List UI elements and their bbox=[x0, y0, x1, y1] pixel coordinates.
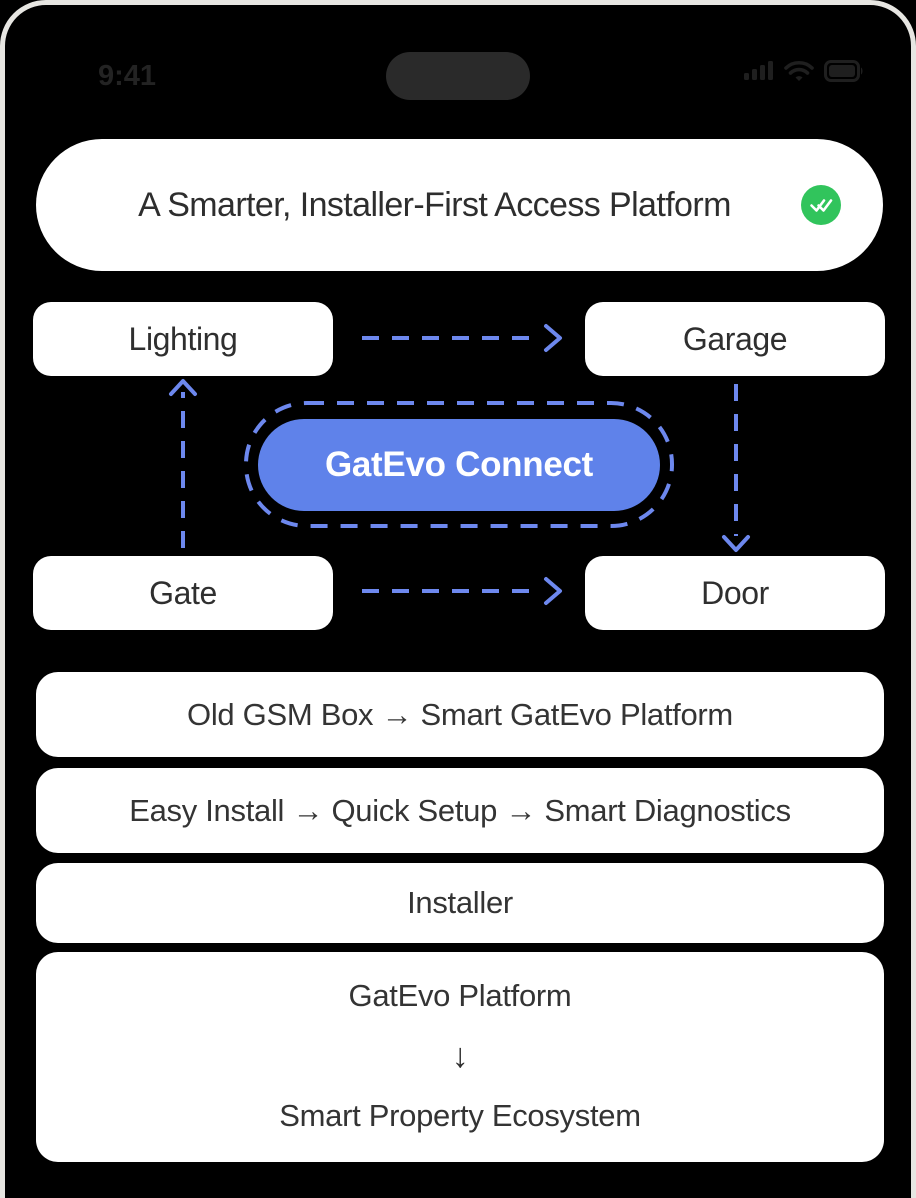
node-door: Door bbox=[585, 556, 885, 630]
node-gate: Gate bbox=[33, 556, 333, 630]
down-arrow-icon: ↓ bbox=[451, 1036, 469, 1075]
node-gate-label: Gate bbox=[149, 574, 217, 611]
hub-gatevo-connect-button[interactable]: GatEvo Connect bbox=[258, 419, 660, 511]
arrowhead-right-top bbox=[544, 324, 562, 352]
dynamic-island bbox=[386, 52, 530, 100]
info-card-migration: Old GSM Box → Smart GatEvo Platform bbox=[36, 672, 884, 757]
flow-card: GatEvo Platform ↓ Smart Property Ecosyst… bbox=[36, 952, 884, 1162]
verified-badge bbox=[801, 185, 841, 225]
status-bar: 9:41 bbox=[0, 50, 916, 102]
info-card-migration-text: Old GSM Box → Smart GatEvo Platform bbox=[187, 696, 733, 732]
status-icons bbox=[744, 60, 864, 82]
node-lighting-label: Lighting bbox=[128, 320, 238, 357]
battery-icon bbox=[824, 60, 863, 82]
wifi-icon bbox=[784, 60, 814, 81]
hub-label: GatEvo Connect bbox=[324, 445, 594, 484]
node-garage-label: Garage bbox=[682, 320, 788, 357]
headline-text: A Smarter, Installer-First Access Platfo… bbox=[138, 185, 731, 224]
signal-icon bbox=[744, 61, 773, 80]
info-card-workflow: Easy Install → Quick Setup → Smart Diagn… bbox=[36, 768, 884, 853]
node-door-label: Door bbox=[701, 574, 769, 611]
status-time: 9:41 bbox=[98, 60, 157, 92]
arrowhead-down-right bbox=[722, 535, 750, 552]
flow-card-bottom: Smart Property Ecosystem bbox=[279, 1098, 641, 1133]
flow-card-top: GatEvo Platform bbox=[348, 978, 572, 1013]
headline-banner: A Smarter, Installer-First Access Platfo… bbox=[36, 139, 883, 271]
node-lighting: Lighting bbox=[33, 302, 333, 376]
double-check-icon bbox=[810, 199, 833, 212]
node-garage: Garage bbox=[585, 302, 885, 376]
info-card-installer-text: Installer bbox=[407, 885, 513, 920]
info-card-installer: Installer bbox=[36, 863, 884, 943]
arrowhead-up-left bbox=[169, 379, 197, 396]
info-card-workflow-text: Easy Install → Quick Setup → Smart Diagn… bbox=[129, 792, 791, 828]
arrowhead-right-bottom bbox=[544, 577, 562, 605]
